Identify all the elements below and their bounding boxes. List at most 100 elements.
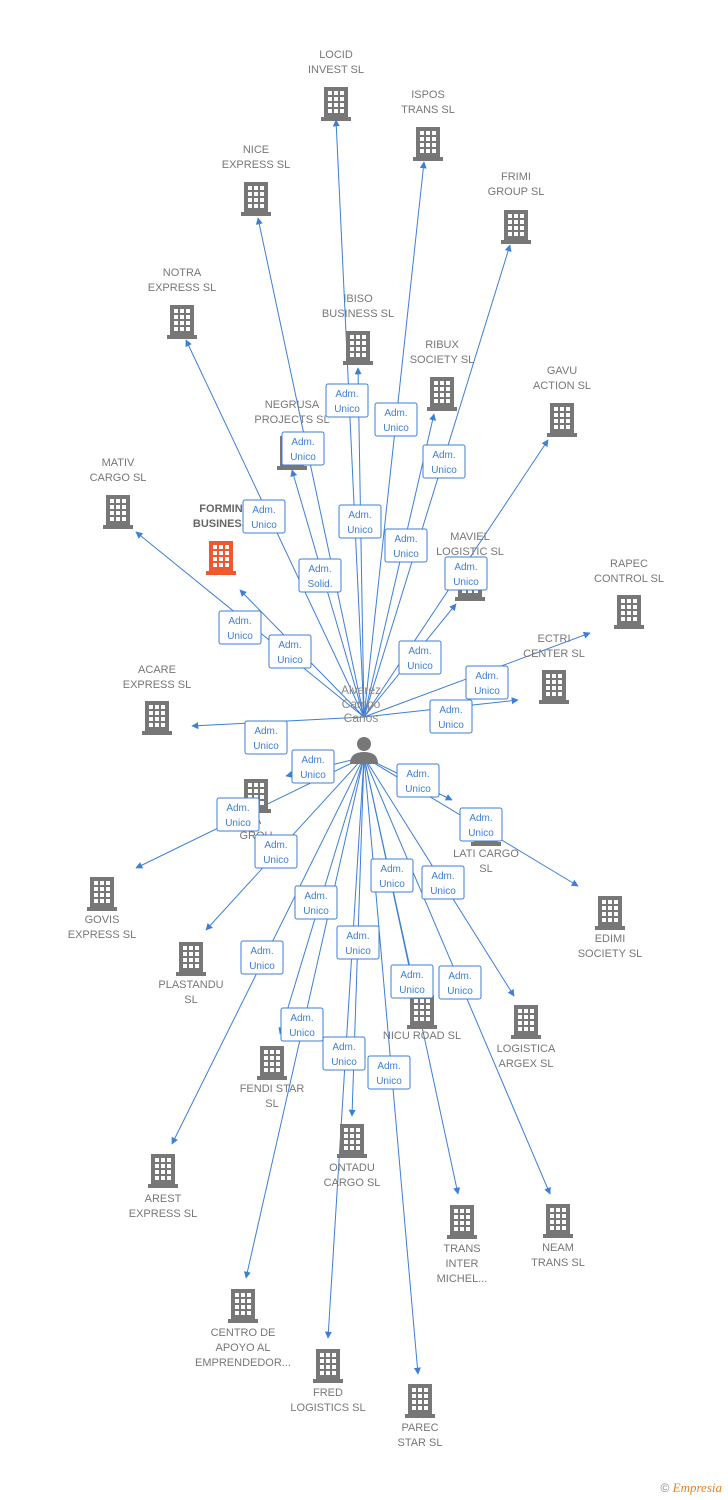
role-text: Unico	[474, 686, 500, 697]
role-text: Adm.	[384, 408, 407, 419]
role-badge[interactable]: Adm.Unico	[444, 556, 488, 591]
role-badge[interactable]: Adm.Unico	[280, 1007, 324, 1042]
role-badge[interactable]: Adm.Unico	[281, 431, 325, 466]
role-badge[interactable]: Adm.Unico	[384, 528, 428, 563]
role-text: Adm.	[469, 813, 492, 824]
role-text: Unico	[277, 655, 303, 666]
role-text: Adm.	[448, 971, 471, 982]
center-person[interactable]: Alvarez Campo Carlos	[341, 683, 381, 764]
company-node-notra[interactable]: NOTRA EXPRESS SL	[148, 267, 216, 339]
building-icon	[241, 182, 271, 216]
role-badge[interactable]: Adm.Unico	[294, 885, 338, 920]
role-badge[interactable]: Adm.Unico	[268, 634, 312, 669]
role-badge[interactable]: Adm.Unico	[242, 499, 286, 534]
company-name-line: CARGO SL	[324, 1177, 381, 1189]
role-badge[interactable]: Adm.Unico	[218, 610, 262, 645]
role-text: Unico	[376, 1076, 402, 1087]
role-text: Unico	[453, 577, 479, 588]
building-icon	[321, 87, 351, 121]
role-badge[interactable]: Adm.Unico	[367, 1055, 411, 1090]
role-badge[interactable]: Adm.Unico	[398, 640, 442, 675]
role-badge[interactable]: Adm.Unico	[216, 797, 260, 832]
company-name-line: ONTADU	[329, 1162, 375, 1174]
role-text: Adm.	[406, 769, 429, 780]
brand-logo[interactable]: Empresia	[672, 1480, 722, 1495]
role-badge[interactable]: Adm.Unico	[465, 665, 509, 700]
role-badge[interactable]: Adm.Unico	[390, 964, 434, 999]
company-name-line: PAREC	[401, 1422, 438, 1434]
person-name-line-2: Campo	[342, 697, 381, 711]
role-badge[interactable]: Adm.Unico	[244, 720, 288, 755]
role-badge[interactable]: Adm.Unico	[370, 858, 414, 893]
building-icon	[142, 701, 172, 735]
company-name-line: TRANS	[443, 1243, 480, 1255]
role-badge[interactable]: Adm. Unico	[396, 763, 440, 798]
role-text: Unico	[253, 741, 279, 752]
role-badge[interactable]: Adm.Unico	[322, 1036, 366, 1071]
company-node-trans_inter[interactable]: TRANSINTERMICHEL...	[437, 1205, 488, 1285]
role-badge[interactable]: Adm.Unico	[374, 402, 418, 437]
role-badge[interactable]: Adm.Unico	[240, 940, 284, 975]
company-name-line: EXPRESS SL	[148, 282, 216, 294]
building-icon	[413, 127, 443, 161]
role-badge[interactable]: Adm.Unico	[429, 699, 473, 734]
role-badge[interactable]: Adm.Unico	[336, 925, 380, 960]
building-icon	[407, 995, 437, 1029]
role-text: Unico	[251, 520, 277, 531]
role-badge[interactable]: Adm.Unico	[325, 383, 369, 418]
role-badge[interactable]: Adm.Unico	[338, 504, 382, 539]
role-text: Adm.	[308, 564, 331, 575]
company-name-line: SOCIETY SL	[578, 948, 643, 960]
role-badge[interactable]: Adm.Unico	[438, 965, 482, 1000]
role-text: Unico	[225, 818, 251, 829]
role-text: Adm.	[250, 946, 273, 957]
company-name-line: EXPRESS SL	[129, 1208, 197, 1220]
role-badge[interactable]: Adm.Unico	[421, 865, 465, 900]
person-icon	[350, 737, 378, 764]
company-name-line: EMPRENDEDOR...	[195, 1357, 291, 1369]
company-name-line: NOTRA	[163, 267, 202, 279]
company-node-nicu[interactable]: NICU ROAD SL	[383, 995, 461, 1042]
building-icon	[337, 1124, 367, 1158]
role-badge[interactable]: Adm.Unico	[459, 807, 503, 842]
company-name-line: EXPRESS SL	[123, 679, 191, 691]
role-text: Adm.	[335, 389, 358, 400]
role-badge[interactable]: Adm.Unico	[422, 444, 466, 479]
company-name-line: EXPRESS SL	[222, 159, 290, 171]
company-name-line: TRANS SL	[401, 104, 455, 116]
company-name-line: RIBUX	[425, 339, 459, 351]
company-node-ontadu[interactable]: ONTADU CARGO SL	[324, 1124, 381, 1189]
role-text: Unico	[405, 784, 431, 795]
company-name-line: CENTRO DE	[211, 1327, 276, 1339]
building-icon	[257, 1046, 287, 1080]
role-badge[interactable]: Adm.Solid.	[298, 558, 342, 593]
role-badge[interactable]: Adm.Unico	[254, 834, 298, 869]
role-badge[interactable]: Adm.Unico	[291, 749, 335, 784]
